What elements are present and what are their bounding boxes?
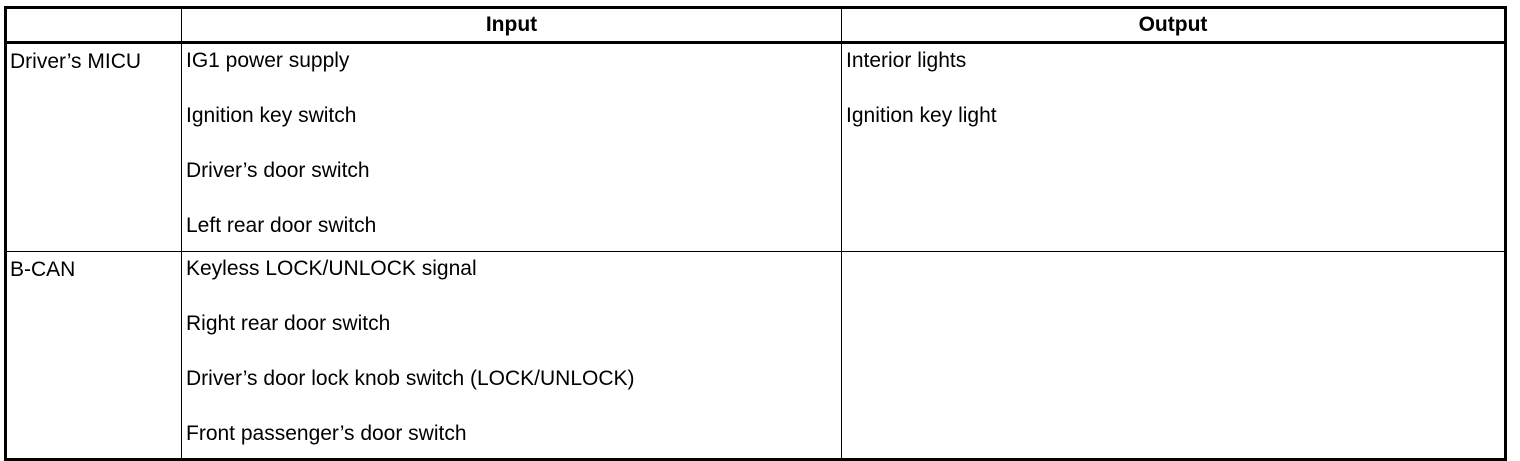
input-item: IG1 power supply — [186, 49, 350, 72]
input-item: Ignition key switch — [186, 104, 357, 127]
output-cell: Interior lights Ignition key light — [841, 42, 1506, 252]
header-source — [5, 7, 182, 44]
input-item: Front passenger’s door switch — [186, 422, 467, 445]
output-cell — [841, 251, 1506, 460]
output-item: Ignition key light — [846, 104, 997, 127]
header-input: Input — [181, 7, 842, 44]
source-cell: B-CAN — [5, 251, 182, 460]
io-table: Input Output Driver’s MICU IG1 power sup… — [4, 6, 1507, 461]
input-cell: Keyless LOCK/UNLOCK signal Right rear do… — [181, 251, 842, 460]
input-item: Left rear door switch — [186, 214, 377, 237]
input-item: Right rear door switch — [186, 312, 391, 335]
table-row: B-CAN Keyless LOCK/UNLOCK signal Right r… — [5, 251, 1506, 460]
input-cell: IG1 power supply Ignition key switch Dri… — [181, 42, 842, 252]
output-item: Interior lights — [846, 49, 967, 72]
header-output: Output — [841, 7, 1506, 44]
input-item: Keyless LOCK/UNLOCK signal — [186, 257, 477, 280]
table-row: Driver’s MICU IG1 power supply Ignition … — [5, 42, 1506, 252]
input-item: Driver’s door lock knob switch (LOCK/UNL… — [186, 367, 635, 390]
source-cell: Driver’s MICU — [5, 42, 182, 252]
input-item: Driver’s door switch — [186, 159, 370, 182]
header-row: Input Output — [5, 7, 1506, 44]
